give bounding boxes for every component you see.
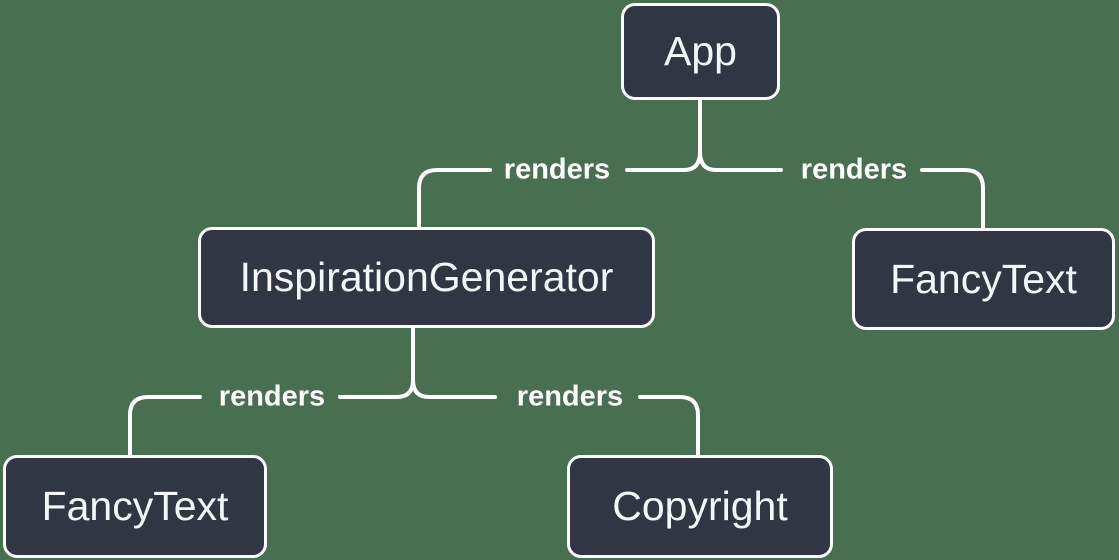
edge-label-inspirationgenerator-fancytext: renders — [218, 380, 326, 413]
edge-app-to-fancytext-line — [698, 150, 985, 230]
edge-inspirationgenerator-to-copyright-line — [411, 378, 700, 457]
node-copyright-label: Copyright — [612, 483, 788, 529]
edge-label-inspirationgenerator-copyright: renders — [516, 380, 624, 413]
node-fancy-text-top-label: FancyText — [890, 255, 1077, 302]
node-inspiration-generator-label: InspirationGenerator — [239, 254, 614, 300]
edge-label-app-inspirationgenerator: renders — [503, 153, 611, 186]
node-inspiration-generator: InspirationGenerator — [198, 227, 655, 328]
node-fancy-text-top: FancyText — [852, 228, 1115, 330]
edge-label-app-fancytext: renders — [800, 153, 908, 186]
node-fancy-text-bottom: FancyText — [3, 455, 267, 558]
node-app: App — [621, 3, 780, 100]
node-app-label: App — [664, 28, 737, 74]
node-copyright: Copyright — [567, 455, 833, 558]
node-fancy-text-bottom-label: FancyText — [41, 483, 229, 529]
